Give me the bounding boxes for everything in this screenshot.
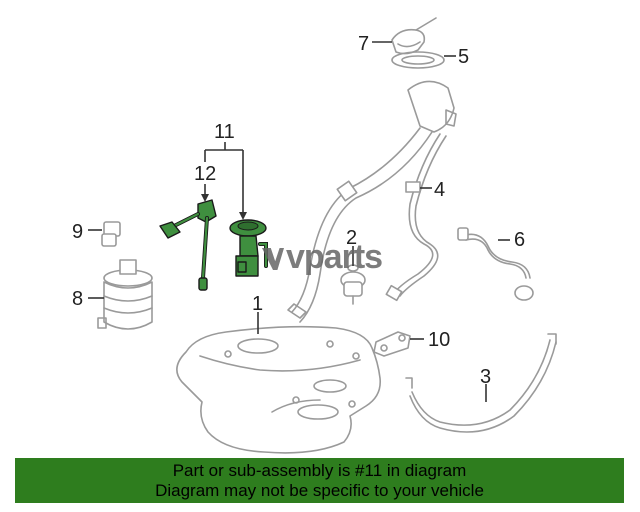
part-11-fuel-pump-module[interactable] (229, 219, 268, 277)
callout-11[interactable]: 11 (214, 121, 235, 143)
part-7-cap[interactable] (391, 17, 437, 55)
lead-12 (201, 184, 209, 202)
callout-10[interactable]: 10 (428, 329, 450, 351)
callout-12[interactable]: 12 (194, 163, 216, 185)
banner-line-2: Diagram may not be specific to your vehi… (155, 481, 484, 500)
part-12-level-sender[interactable] (159, 199, 217, 291)
part-8-filter[interactable] (97, 259, 153, 330)
callout-7[interactable]: 7 (358, 33, 369, 55)
vparts-logo-icon (262, 248, 284, 270)
part-3-strap[interactable] (405, 333, 557, 433)
callout-3[interactable]: 3 (480, 366, 491, 388)
part-4-vent-tube[interactable] (385, 133, 447, 302)
banner-line-1: Part or sub-assembly is #11 in diagram (172, 461, 467, 480)
part-10-bracket[interactable] (373, 331, 411, 357)
lead-11 (204, 142, 247, 220)
part-5-gasket[interactable] (391, 51, 445, 69)
part-9-connector[interactable] (101, 221, 121, 247)
filler-neck[interactable] (287, 80, 457, 323)
part-2-mount[interactable] (340, 264, 366, 305)
callout-9[interactable]: 9 (72, 221, 83, 243)
vparts-watermark: vparts (262, 238, 383, 277)
watermark-text: vparts (286, 238, 383, 276)
parts-diagram: 7 5 4 6 2 (72, 17, 557, 454)
callout-6[interactable]: 6 (514, 229, 525, 251)
callout-2[interactable]: 2 (346, 227, 357, 249)
part-6-sensor[interactable] (457, 227, 534, 301)
info-banner: Part or sub-assembly is #11 in diagram D… (15, 458, 624, 503)
callout-4[interactable]: 4 (434, 179, 445, 201)
callout-8[interactable]: 8 (72, 288, 83, 310)
callout-5[interactable]: 5 (458, 46, 469, 68)
callout-1[interactable]: 1 (252, 293, 263, 315)
part-1-fuel-tank[interactable] (176, 325, 382, 454)
